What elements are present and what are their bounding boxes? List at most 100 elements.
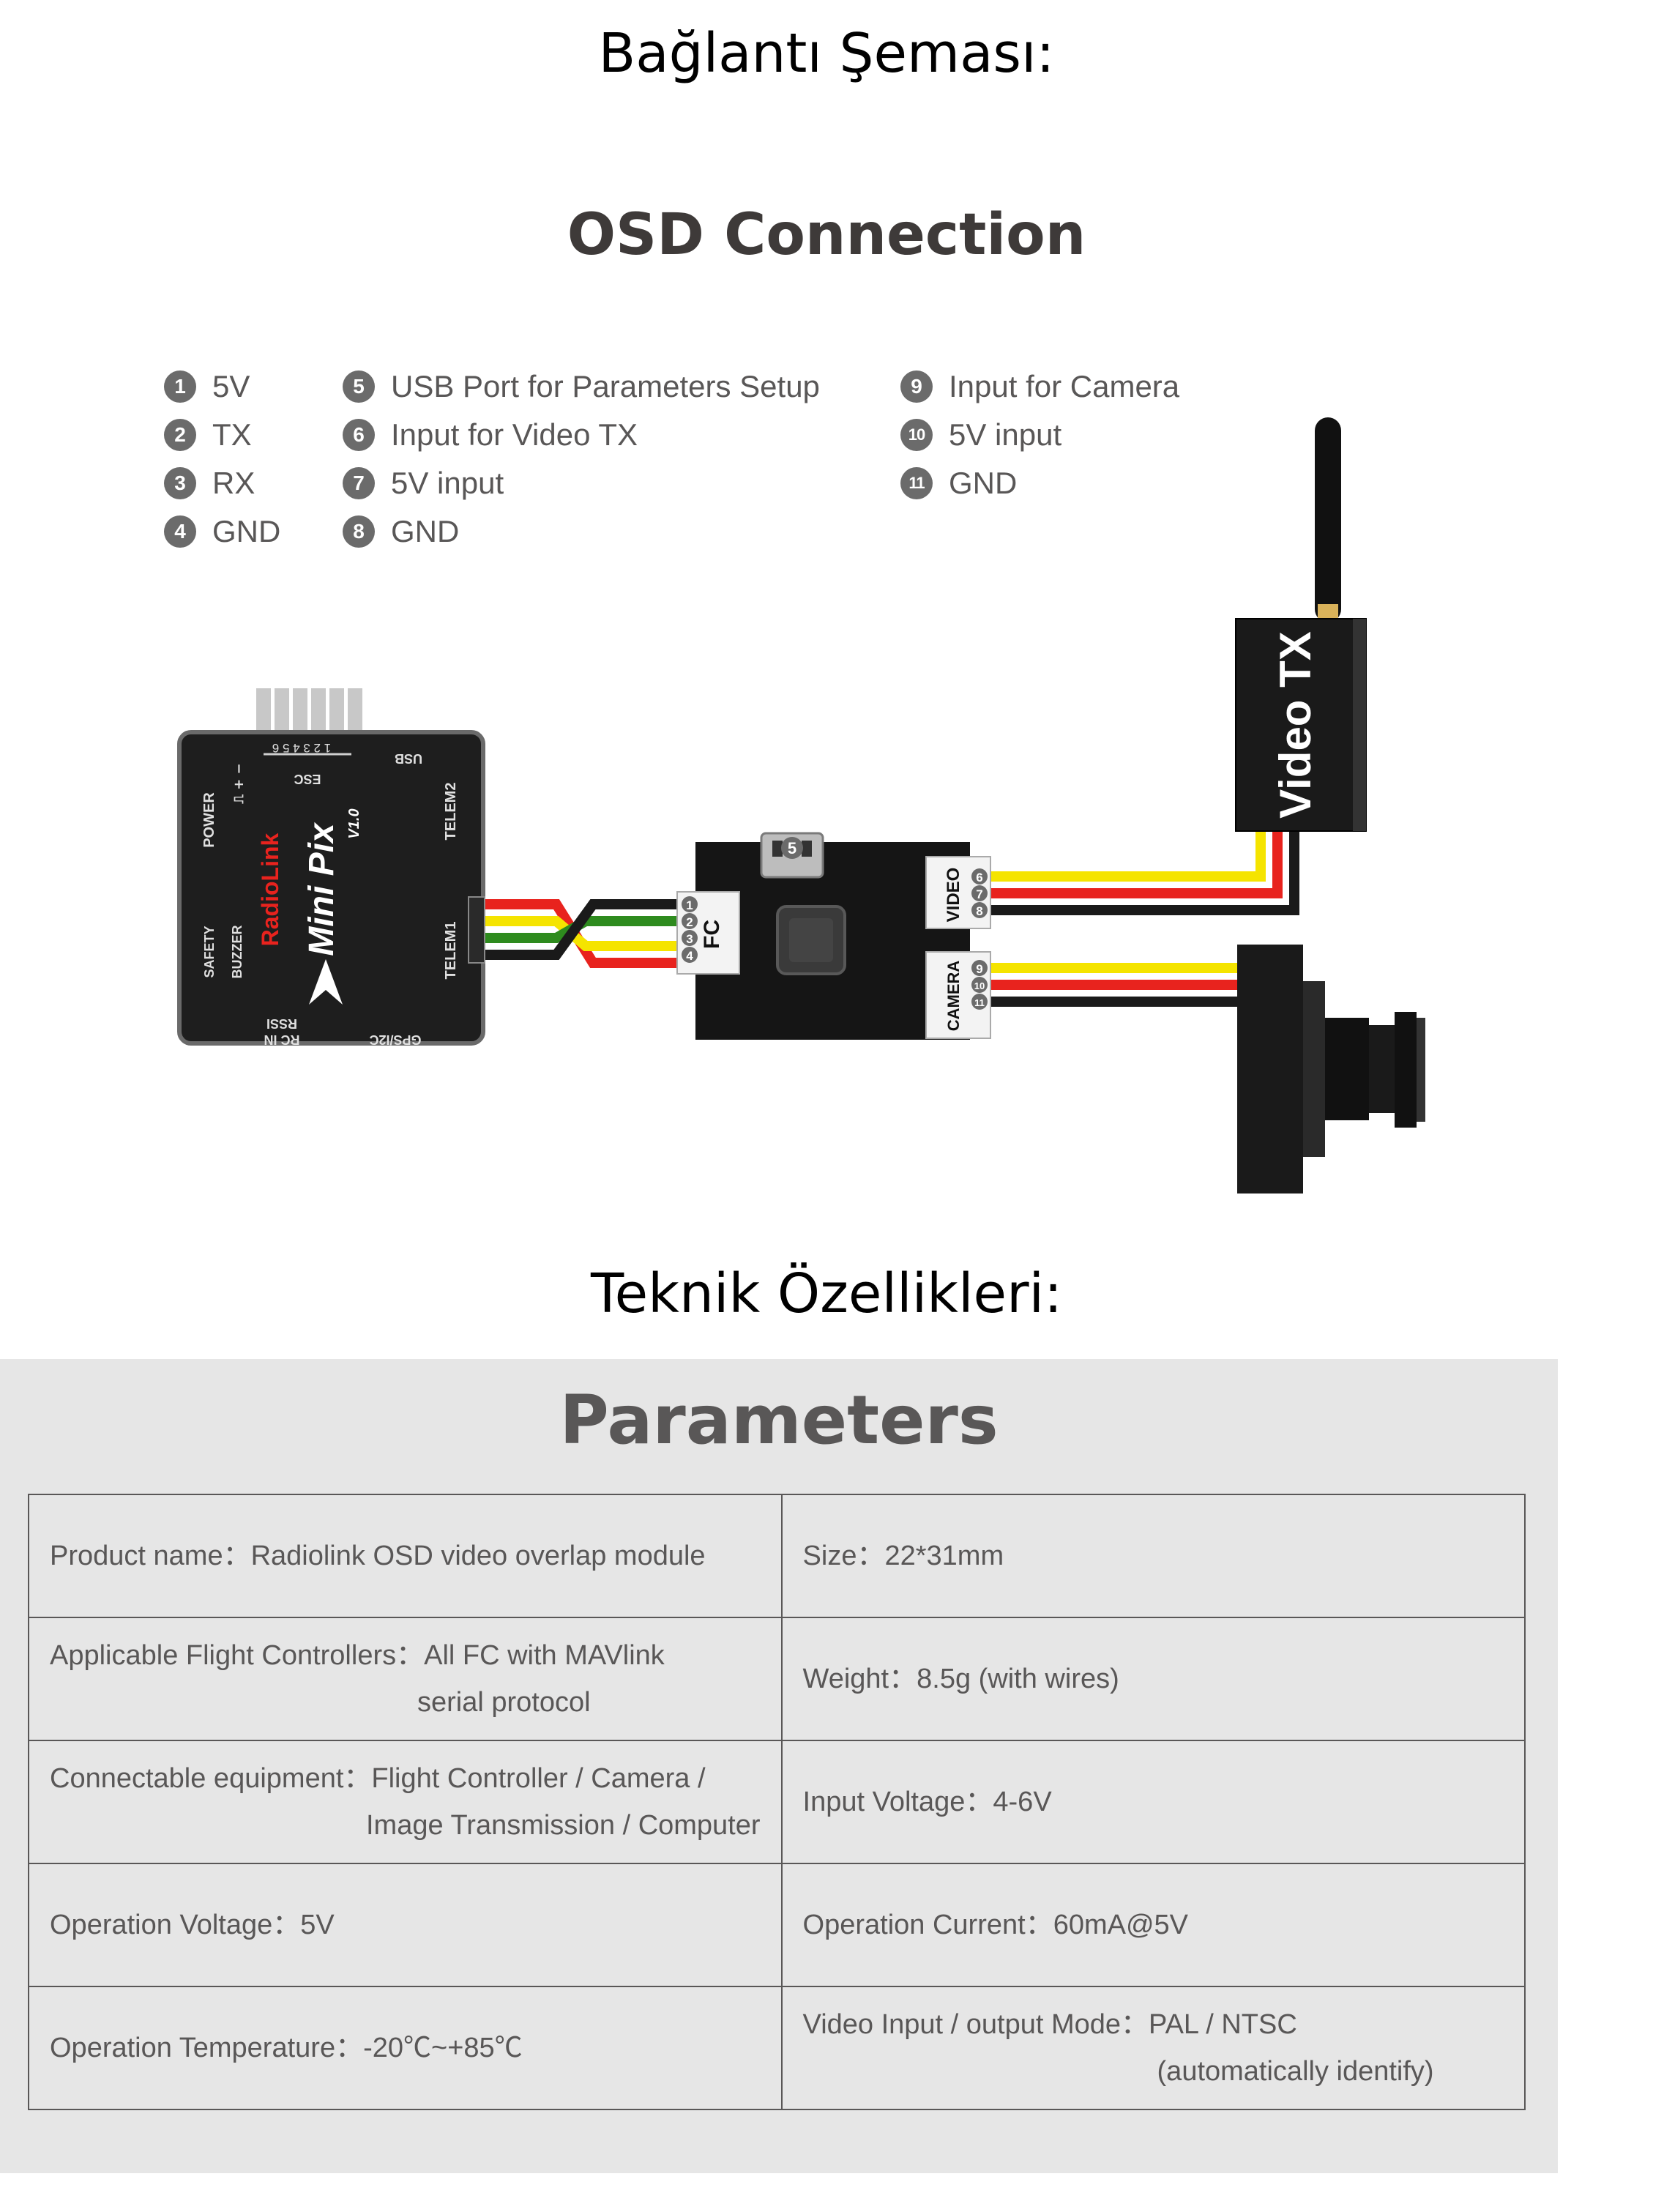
antenna-icon [1315, 417, 1341, 622]
fc-pin-number: 3 [686, 932, 693, 946]
param-value: PAL / NTSC [1149, 2009, 1297, 2040]
param-label: Video Input / output Mode： [802, 2009, 1149, 2040]
parameters-table: Product name：Radiolink OSD video overlap… [28, 1494, 1526, 2110]
legend-label: Input for Camera [949, 369, 1180, 403]
param-value-continued: Image Transmission / Computer [366, 1810, 761, 1841]
param-value-continued: (automatically identify) [1157, 2056, 1434, 2087]
legend-label: GND [212, 514, 281, 548]
legend-item: 6 Input for Video TX [343, 412, 638, 458]
param-value: 60mA@5V [1053, 1910, 1189, 1940]
legend-label: GND [391, 514, 460, 548]
legend-label: USB Port for Parameters Setup [391, 369, 820, 403]
camera-pin-number: 10 [974, 980, 985, 991]
table-row: Operation Voltage：5V Operation Current：6… [28, 1863, 1526, 1987]
camera-wires [981, 963, 1237, 1007]
legend-item: 3 RX [164, 460, 255, 507]
table-cell: Operation Current：60mA@5V [780, 1863, 1526, 1987]
legend-label: GND [949, 466, 1018, 500]
camera-connector-label: CAMERA [944, 961, 963, 1032]
param-label: Operation Current： [802, 1910, 1053, 1940]
legend-number: 11 [900, 467, 933, 499]
connection-heading-en: OSD Connection [567, 202, 1086, 268]
fc-pin-number: 1 [686, 898, 693, 912]
param-label: Weight： [802, 1664, 917, 1694]
video-pin-number: 7 [976, 887, 982, 901]
table-cell: Product name：Radiolink OSD video overlap… [28, 1494, 783, 1618]
legend-item: 8 GND [343, 508, 459, 555]
osd-module: 5 FC 1 2 3 4 VIDEO 6 7 8 CAMERA 9 10 11 [676, 832, 991, 1040]
camera-icon [1237, 945, 1425, 1193]
video-pin-number: 8 [976, 904, 982, 918]
telem1-port-label: TELEM1 [443, 922, 459, 980]
specs-heading-tr: Teknik Özellikleri: [591, 1262, 1062, 1325]
table-row: Operation Temperature：-20℃~+85℃ Video In… [28, 1986, 1526, 2110]
table-row: Product name：Radiolink OSD video overlap… [28, 1494, 1526, 1618]
usb-port-number: 5 [788, 839, 796, 857]
param-label: Applicable Flight Controllers： [50, 1640, 425, 1671]
safety-port-label: SAFETY [202, 926, 217, 977]
legend-number: 7 [343, 467, 375, 499]
param-value: Flight Controller / Camera / [371, 1763, 706, 1794]
table-row: Connectable equipment：Flight Controller … [28, 1740, 1526, 1864]
osd-connection-diagram: 1 2 3 4 5 6 ESC ⎍ + − USB POWER TELEM2 T… [177, 417, 1425, 1193]
table-cell: Input Voltage：4-6V [780, 1740, 1526, 1864]
video-pin-number: 6 [976, 871, 982, 885]
param-label: Operation Temperature： [50, 2033, 364, 2063]
param-value-continued: serial protocol [417, 1687, 591, 1718]
buzzer-port-label: BUZZER [230, 926, 245, 979]
fc-osd-wires [480, 899, 688, 968]
param-value: 8.5g (with wires) [917, 1664, 1119, 1694]
legend-number: 3 [164, 467, 196, 499]
legend-label: 5V input [391, 466, 504, 500]
mini-pix-version-label: V1.0 [346, 808, 362, 838]
legend-number: 4 [164, 515, 196, 548]
rc-in-port-label: RC IN [264, 1032, 300, 1047]
mini-pix-flight-controller: 1 2 3 4 5 6 ESC ⎍ + − USB POWER TELEM2 T… [177, 688, 485, 1047]
table-row: Applicable Flight Controllers：All FC wit… [28, 1617, 1526, 1741]
esc-symbols: ⎍ + − [231, 763, 247, 803]
table-cell: Applicable Flight Controllers：All FC wit… [28, 1617, 783, 1741]
legend-number: 1 [164, 370, 196, 403]
legend-number: 2 [164, 419, 196, 451]
mini-pix-model-label: Mini Pix [302, 822, 341, 956]
camera-pin-number: 9 [976, 962, 982, 976]
gps-port-label: GPS/I2C [369, 1032, 421, 1047]
table-cell: Weight：8.5g (with wires) [780, 1617, 1526, 1741]
esc-pin-numbers: 1 2 3 4 5 6 [272, 741, 331, 755]
fc-connector-label: FC [700, 920, 724, 949]
usb-port-label: USB [395, 751, 422, 766]
table-cell: Operation Voltage：5V [28, 1863, 783, 1987]
parameters-title: Parameters [559, 1381, 999, 1459]
radiolink-logo: RadioLink [257, 833, 283, 946]
legend-item: 10 5V input [900, 412, 1061, 458]
connection-heading-tr: Bağlantı Şeması: [598, 22, 1055, 85]
video-transmitter: Video TX [1235, 417, 1367, 832]
param-value: -20℃~+85℃ [363, 2033, 523, 2063]
table-cell: Connectable equipment：Flight Controller … [28, 1740, 783, 1864]
legend-number: 10 [900, 419, 933, 451]
param-value: Radiolink OSD video overlap module [250, 1541, 706, 1571]
legend-item: 11 GND [900, 460, 1017, 507]
param-value: All FC with MAVlink [424, 1640, 665, 1671]
fc-pin-number: 2 [686, 915, 693, 929]
legend-item: 2 TX [164, 412, 252, 458]
legend-label: TX [212, 417, 252, 452]
legend-label: Input for Video TX [391, 417, 638, 452]
param-label: Connectable equipment： [50, 1763, 372, 1794]
fc-pin-number: 4 [686, 949, 693, 963]
arrow-icon [309, 959, 343, 1005]
power-port-label: POWER [201, 792, 217, 848]
rssi-port-label: RSSI [266, 1016, 297, 1031]
camera-pin-number: 11 [974, 997, 985, 1008]
legend-label: 5V input [949, 417, 1062, 452]
legend-item: 1 5V [164, 363, 250, 410]
esc-label: ESC [294, 772, 321, 786]
table-cell: Operation Temperature：-20℃~+85℃ [28, 1986, 783, 2110]
legend-number: 9 [900, 370, 933, 403]
legend-item: 5 USB Port for Parameters Setup [343, 363, 820, 410]
param-value: 4-6V [993, 1787, 1052, 1817]
param-value: 5V [300, 1910, 335, 1940]
legend-item: 9 Input for Camera [900, 363, 1179, 410]
legend-number: 8 [343, 515, 375, 548]
video-tx-label: Video TX [1271, 631, 1320, 819]
